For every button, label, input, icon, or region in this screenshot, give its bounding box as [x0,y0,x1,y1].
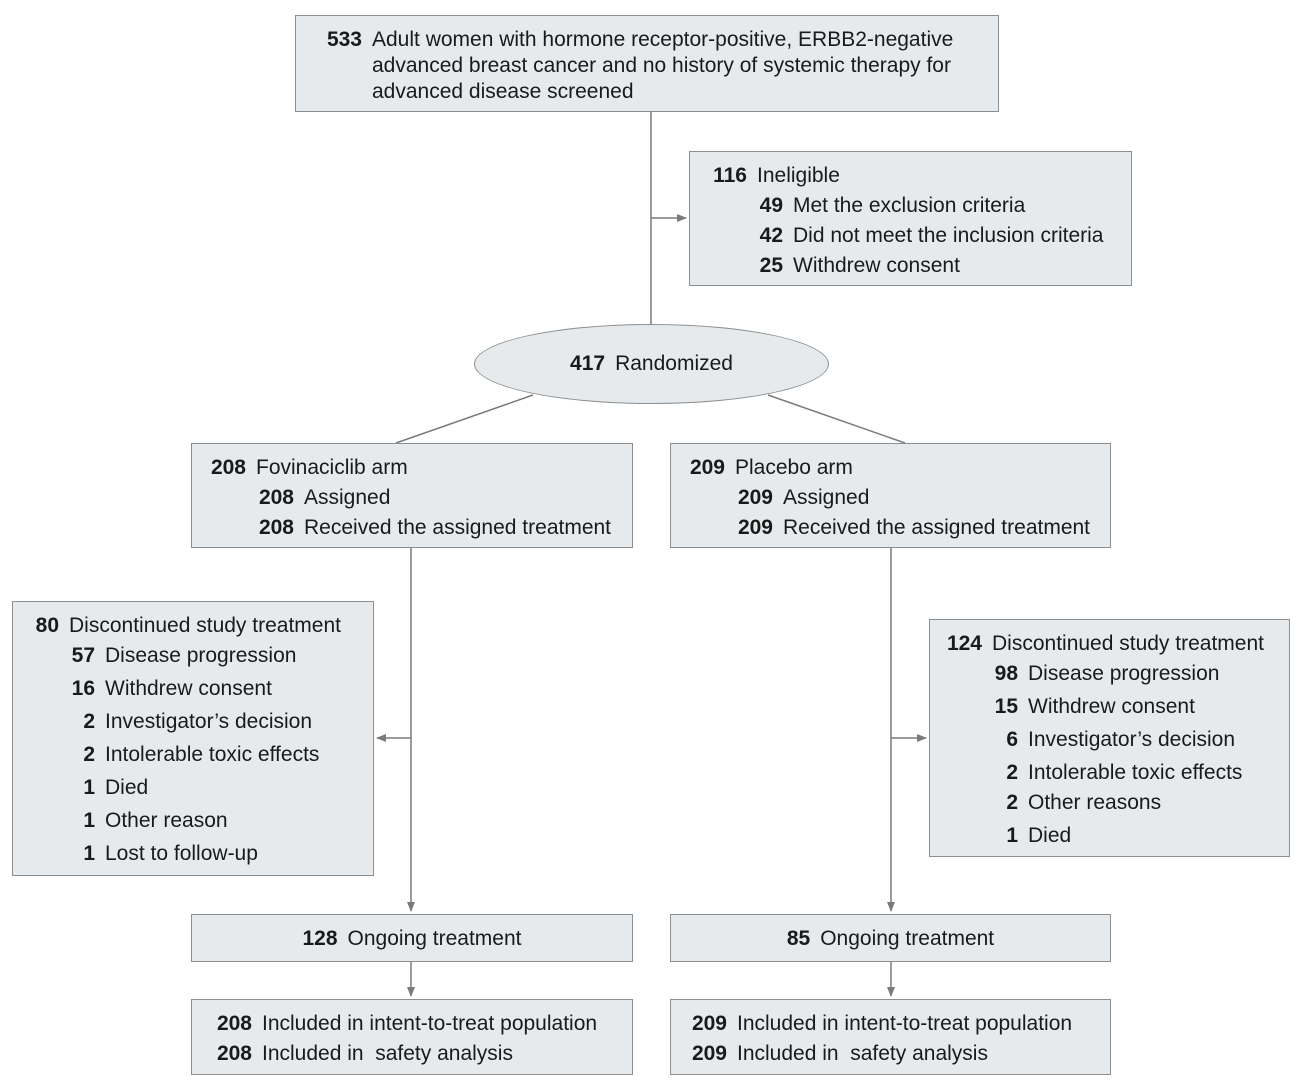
randomized-ellipse: 417 Randomized [474,324,829,404]
reason-label: Disease progression [105,644,297,667]
ineligible-reason-label: Withdrew consent [793,254,960,277]
placebo-analysis-box: 209 Included in intent-to-treat populati… [670,999,1111,1075]
discontinued-count: 80 [35,614,59,637]
arm-item-count: 208 [258,486,294,509]
screened-line: Adult women with hormone receptor-positi… [372,28,954,51]
reason-label: Investigator’s decision [1028,728,1236,751]
screened-box: 533 Adult women with hormone receptor-po… [295,15,999,112]
screened-line: advanced disease screened [372,80,634,103]
reason-count: 15 [994,695,1018,718]
ongoing-count: 85 [786,927,811,950]
arm-count: 209 [689,456,725,479]
reason-label: Disease progression [1028,662,1220,685]
arm-item-count: 209 [737,486,773,509]
ineligible-reason-label: Met the exclusion criteria [793,194,1026,217]
reason-count: 57 [71,644,95,667]
reason-count: 2 [83,710,95,733]
randomized-count: 417 [570,352,606,375]
reason-label: Lost to follow-up [105,842,258,865]
reason-label: Other reasons [1028,791,1162,814]
reason-count: 1 [83,842,95,865]
arm-item-label: Received the assigned treatment [304,516,612,539]
fovinaciclib-analysis-box: 208 Included in intent-to-treat populati… [191,999,633,1075]
analysis-count: 209 [691,1012,727,1035]
analysis-count: 208 [216,1012,252,1035]
arm-item-label: Received the assigned treatment [783,516,1091,539]
reason-count: 98 [994,662,1018,685]
discontinued-label: Discontinued study treatment [69,614,341,637]
analysis-label: Included in intent-to-treat population [737,1012,1073,1035]
placebo-arm-box: 209 Placebo arm 209 Assigned 209 Receive… [670,443,1111,548]
fovinaciclib-ongoing-box: 128 Ongoing treatment [191,914,633,962]
ineligible-reason-count: 42 [759,224,783,247]
arm-count: 208 [210,456,246,479]
reason-count: 1 [1006,824,1018,847]
ineligible-reason-count: 49 [759,194,783,217]
reason-label: Intolerable toxic effects [105,743,320,766]
connector-randomized-to-placebo [767,394,906,444]
randomized-label: Randomized [615,352,733,375]
placebo-ongoing-box: 85 Ongoing treatment [670,914,1111,962]
ongoing-count: 128 [302,927,338,950]
ineligible-count: 116 [713,164,747,187]
discontinued-label: Discontinued study treatment [992,632,1264,655]
ineligible-label: Ineligible [757,164,840,187]
reason-count: 2 [1006,761,1018,784]
reason-label: Other reason [105,809,228,832]
reason-label: Died [105,776,149,799]
reason-label: Died [1028,824,1072,847]
arm-label: Placebo arm [735,456,853,479]
analysis-count: 209 [691,1042,727,1065]
analysis-label: Included in safety analysis [262,1042,513,1065]
arm-item-count: 208 [258,516,294,539]
arm-item-label: Assigned [783,486,870,509]
fovinaciclib-discontinued-box: 80 Discontinued study treatment 57 Disea… [12,601,374,876]
reason-label: Investigator’s decision [105,710,313,733]
reason-label: Withdrew consent [105,677,272,700]
reason-count: 2 [83,743,95,766]
fovinaciclib-arm-box: 208 Fovinaciclib arm 208 Assigned 208 Re… [191,443,633,548]
screened-line: advanced breast cancer and no history of… [372,54,951,77]
analysis-count: 208 [216,1042,252,1065]
reason-count: 16 [71,677,95,700]
ongoing-label: Ongoing treatment [347,927,522,950]
ongoing-label: Ongoing treatment [820,927,995,950]
analysis-label: Included in intent-to-treat population [262,1012,598,1035]
ineligible-reason-count: 25 [759,254,783,277]
reason-count: 1 [83,776,95,799]
arm-label: Fovinaciclib arm [256,456,408,479]
reason-count: 2 [1006,791,1018,814]
reason-label: Withdrew consent [1028,695,1195,718]
arm-item-count: 209 [737,516,773,539]
analysis-label: Included in safety analysis [737,1042,988,1065]
discontinued-count: 124 [946,632,982,655]
reason-label: Intolerable toxic effects [1028,761,1243,784]
ineligible-reason-label: Did not meet the inclusion criteria [793,224,1104,247]
screened-count: 533 [326,28,362,51]
reason-count: 1 [83,809,95,832]
ineligible-box: 116 Ineligible 49 Met the exclusion crit… [689,151,1132,286]
connector-randomized-to-fovinaciclib [395,394,534,444]
placebo-discontinued-box: 124 Discontinued study treatment 98 Dise… [929,619,1290,857]
reason-count: 6 [1006,728,1018,751]
arm-item-label: Assigned [304,486,391,509]
